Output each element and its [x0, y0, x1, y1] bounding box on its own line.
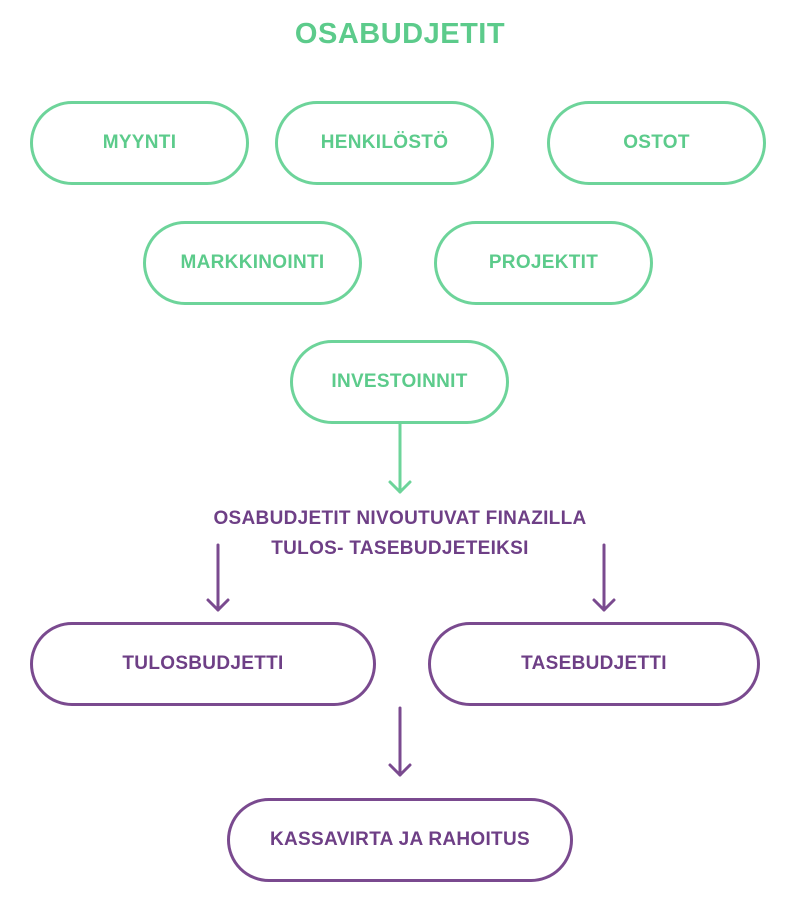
node-markkinointi: MARKKINOINTI — [143, 221, 362, 305]
diagram-title: OSABUDJETIT — [294, 18, 506, 50]
node-tulosbudjetti: TULOSBUDJETTI — [30, 622, 376, 706]
note-line-2: TULOS- TASEBUDJETEIKSI — [271, 538, 529, 559]
node-ostot: OSTOT — [547, 101, 766, 185]
node-myynti: MYYNTI — [30, 101, 249, 185]
node-investoinnit: INVESTOINNIT — [290, 340, 509, 424]
node-henkilosto: HENKILÖSTÖ — [275, 101, 494, 185]
note-line-1: OSABUDJETIT NIVOUTUVAT FINAZILLA — [213, 508, 587, 529]
node-projektit: PROJEKTIT — [434, 221, 653, 305]
node-kassavirta-ja-rahoitus: KASSAVIRTA JA RAHOITUS — [227, 798, 573, 882]
node-tasebudjetti: TASEBUDJETTI — [428, 622, 760, 706]
